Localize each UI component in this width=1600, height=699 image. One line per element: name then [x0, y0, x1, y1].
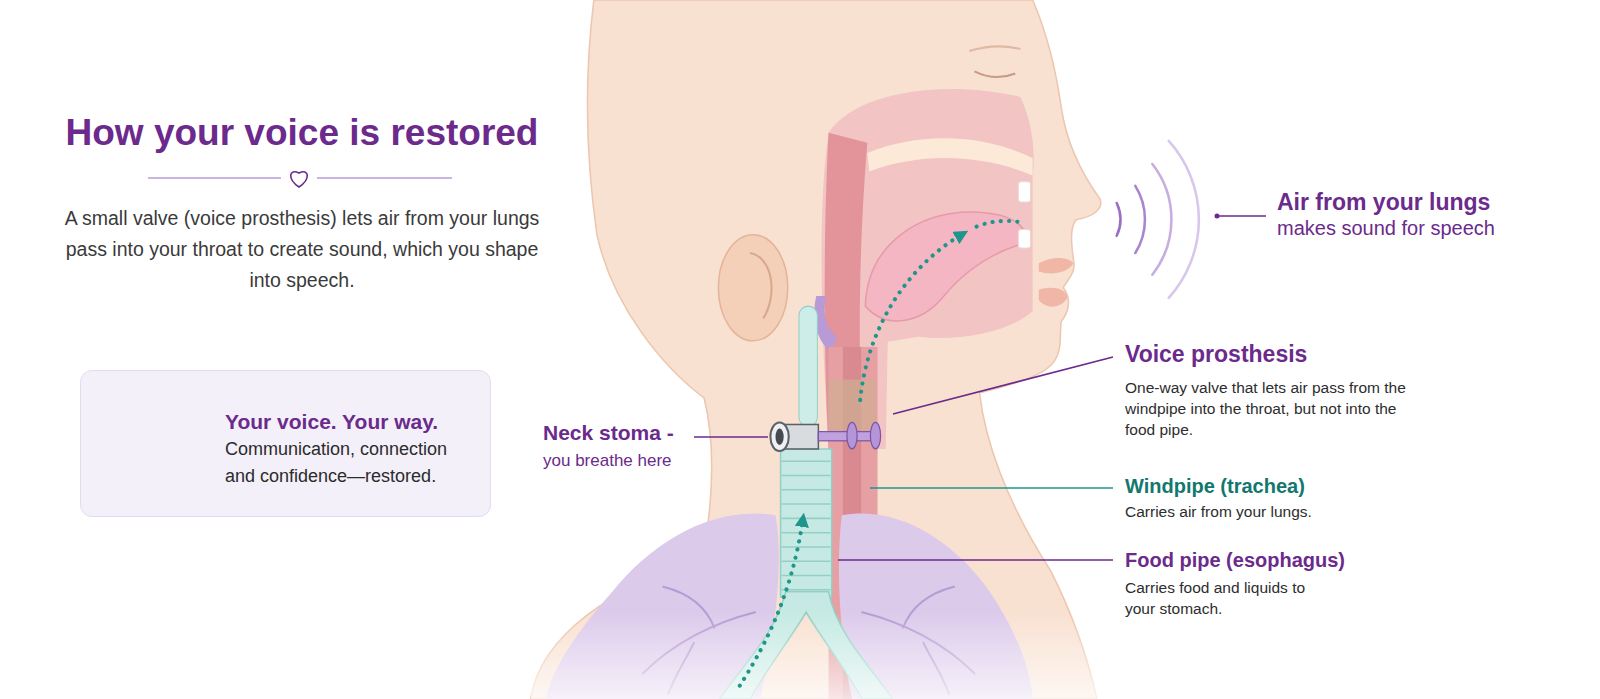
intro-text: A small valve (voice prosthesis) lets ai… — [62, 203, 542, 296]
part-description: One-way valve that lets air pass from th… — [1125, 377, 1410, 440]
callout-heading: Air from your lungs — [1277, 188, 1577, 216]
info-box: Your voice. Your way.Communication, conn… — [80, 370, 491, 517]
title-divider — [148, 172, 452, 187]
part-description: Carries air from your lungs. — [1125, 501, 1525, 522]
part-name: Voice prosthesis — [1125, 340, 1525, 368]
diagram-title: How your voice is restored — [0, 109, 604, 157]
part-description: Carries food and liquids to your stomach… — [1125, 577, 1325, 619]
part-name: Neck stoma - — [543, 420, 693, 446]
callout-subtext: makes sound for speech — [1277, 216, 1577, 240]
box-body: Communication, connection and confidence… — [225, 436, 482, 490]
box-heading: Your voice. Your way. — [225, 409, 482, 435]
part-name: Food pipe (esophagus) — [1125, 548, 1525, 572]
anatomy-illustration — [531, 0, 1199, 699]
part-name: Windpipe (trachea) — [1125, 474, 1525, 498]
leader-dot — [1215, 214, 1220, 219]
part-description: you breathe here — [543, 450, 733, 472]
